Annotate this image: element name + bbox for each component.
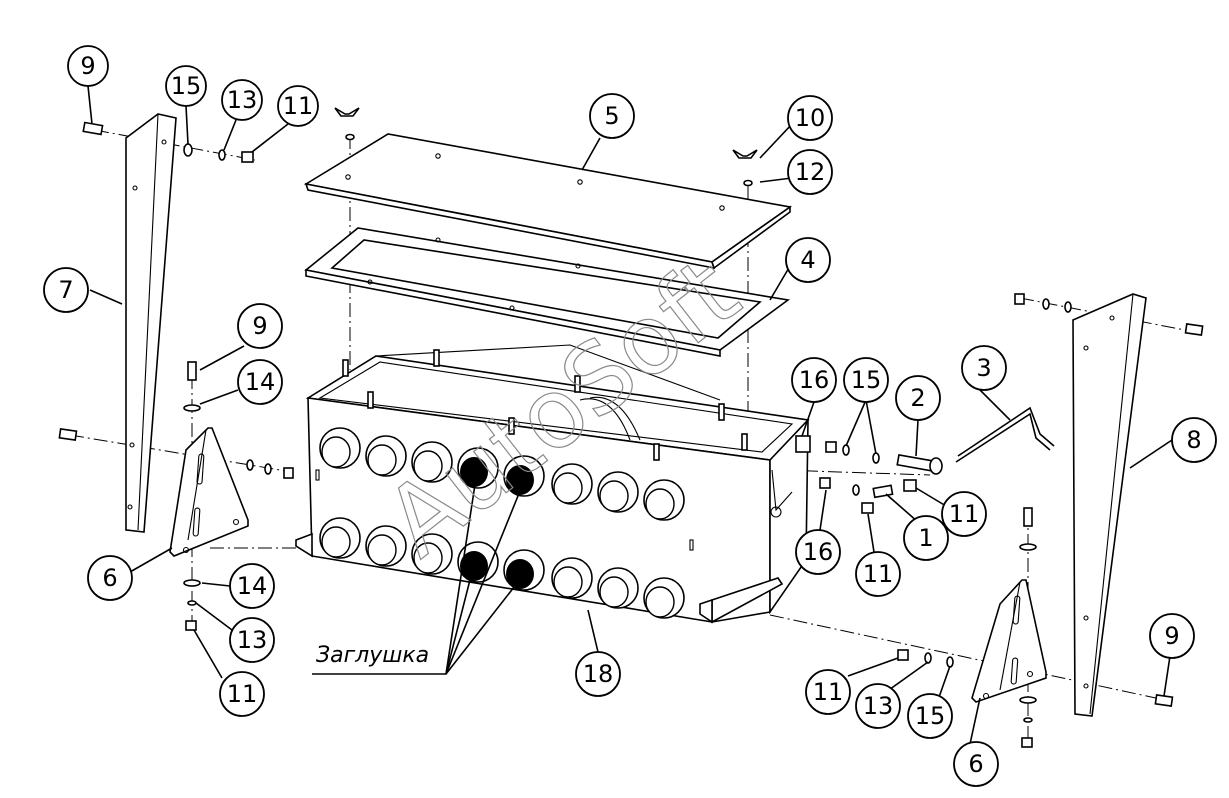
balloon-16: 16 (795, 529, 841, 575)
svg-text:10: 10 (795, 104, 826, 132)
balloon-13: 13 (229, 617, 275, 663)
part-4-gasket (304, 227, 790, 357)
outlet (597, 567, 639, 609)
svg-text:14: 14 (245, 368, 276, 396)
svg-text:5: 5 (604, 102, 619, 130)
balloon-12: 12 (787, 149, 833, 195)
svg-text:4: 4 (800, 246, 815, 274)
outlet (411, 533, 453, 575)
balloon-9: 9 (237, 303, 283, 349)
balloon-14: 14 (229, 563, 275, 609)
outlet-plugged (503, 549, 545, 591)
balloon-16: 16 (791, 357, 837, 403)
svg-text:15: 15 (851, 366, 882, 394)
balloon-14: 14 (237, 359, 283, 405)
svg-text:6: 6 (968, 750, 983, 778)
svg-text:7: 7 (58, 276, 73, 304)
part-7-left-bracket (125, 113, 177, 533)
outlet (365, 525, 407, 567)
outlet (319, 517, 361, 559)
balloon-8: 8 (1171, 417, 1217, 463)
outlet (597, 471, 639, 513)
svg-text:15: 15 (915, 702, 946, 730)
part-5-lid (303, 133, 793, 270)
part-6-mount-left (169, 427, 249, 557)
outlet (411, 441, 453, 483)
svg-text:14: 14 (237, 572, 268, 600)
svg-text:2: 2 (910, 384, 925, 412)
svg-text:11: 11 (227, 680, 258, 708)
outlet-plugged (457, 541, 499, 583)
balloon-5: 5 (589, 93, 635, 139)
balloon-9: 9 (1149, 613, 1195, 659)
balloon-6: 6 (87, 555, 133, 601)
balloon-2: 2 (895, 375, 941, 421)
outlet (551, 557, 593, 599)
outlet-plugged (503, 455, 545, 497)
balloon-11: 11 (219, 671, 265, 717)
svg-text:13: 13 (227, 86, 258, 114)
leader-lines (87, 85, 1173, 745)
svg-text:16: 16 (799, 366, 830, 394)
balloon-18: 18 (575, 651, 621, 697)
balloon-4: 4 (785, 237, 831, 283)
svg-text:13: 13 (237, 626, 268, 654)
svg-text:11: 11 (863, 560, 894, 588)
balloon-11: 11 (805, 669, 851, 715)
svg-text:9: 9 (80, 52, 95, 80)
balloon-13: 13 (855, 683, 901, 729)
svg-text:11: 11 (813, 678, 844, 706)
svg-text:15: 15 (171, 72, 202, 100)
balloon-13: 13 (221, 79, 263, 121)
svg-text:11: 11 (283, 92, 314, 120)
balloon-15: 15 (907, 693, 953, 739)
svg-text:18: 18 (583, 660, 614, 688)
balloon-1: 1 (903, 515, 949, 561)
svg-text:12: 12 (795, 158, 826, 186)
part-6-mount-right (971, 579, 1047, 703)
outlet (319, 427, 361, 469)
balloon-15: 15 (165, 65, 207, 107)
outlet (551, 463, 593, 505)
svg-text:9: 9 (1164, 622, 1179, 650)
plug-callout: Заглушка (316, 643, 429, 668)
fasteners (58, 107, 1204, 748)
svg-text:1: 1 (918, 524, 933, 552)
outlet (365, 435, 407, 477)
balloon-10: 10 (787, 95, 833, 141)
svg-text:13: 13 (863, 692, 894, 720)
svg-text:11: 11 (949, 500, 980, 528)
balloon-15: 15 (843, 357, 889, 403)
svg-text:8: 8 (1186, 426, 1201, 454)
svg-text:16: 16 (803, 538, 834, 566)
svg-text:9: 9 (252, 312, 267, 340)
balloon-6: 6 (953, 741, 999, 787)
outlet-plugged (457, 447, 499, 489)
item-balloons: 9 15 13 11 5 10 12 4 7 9 14 6 14 13 11 1… (43, 45, 1217, 787)
balloon-11: 11 (277, 85, 319, 127)
balloon-3: 3 (961, 345, 1007, 391)
outlet (643, 577, 685, 619)
svg-text:3: 3 (976, 354, 991, 382)
part-8-right-bracket (1072, 293, 1147, 717)
outlet (643, 479, 685, 521)
plug-callout-label: Заглушка (316, 643, 429, 668)
balloon-7: 7 (43, 267, 89, 313)
svg-text:6: 6 (102, 564, 117, 592)
pipe-outlets-top-row (319, 427, 685, 521)
balloon-11: 11 (941, 491, 987, 537)
pipe-outlets-bottom-row (319, 517, 685, 619)
balloon-9: 9 (67, 45, 109, 87)
balloon-11: 11 (855, 551, 901, 597)
